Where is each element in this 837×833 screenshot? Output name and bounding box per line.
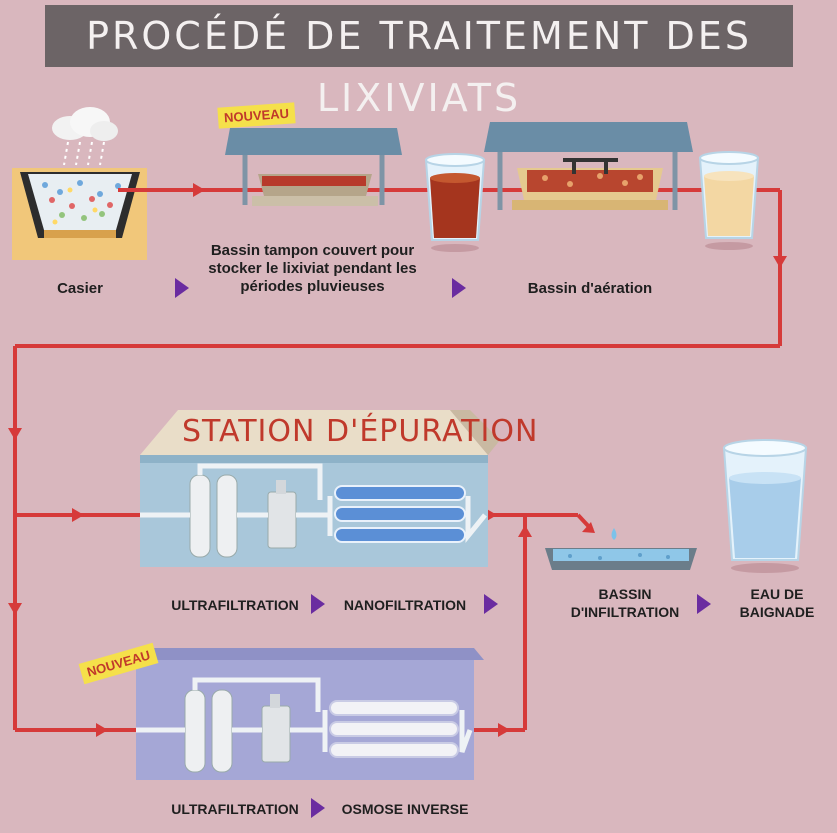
bassin-infiltration-illustration	[545, 528, 697, 570]
osmose-inverse-unit	[136, 648, 484, 780]
label-ultrafiltration-1: ULTRAFILTRATION	[171, 597, 299, 613]
step-arrow-2	[452, 278, 466, 298]
station-epuration-building	[140, 410, 500, 567]
beaker-treated	[698, 151, 760, 250]
step-arrow-4	[484, 594, 498, 614]
beaker-eau-baignade	[722, 439, 808, 573]
label-bassin-tampon: Bassin tampon couvert pour stocker le li…	[208, 242, 417, 295]
step-arrow-5	[697, 594, 711, 614]
title-bar	[45, 5, 793, 67]
label-eau-baignade: EAU DE BAIGNADE	[739, 586, 815, 620]
label-ultrafiltration-2: ULTRAFILTRATION	[171, 801, 299, 817]
step-arrow-6	[311, 798, 325, 818]
page-title: PROCÉDÉ DE TRAITEMENT DES LIXIVIATS	[86, 14, 752, 120]
casier-illustration	[12, 107, 147, 260]
label-nanofiltration: NANOFILTRATION	[343, 597, 467, 613]
step-arrow-1	[175, 278, 189, 298]
station-title: STATION D'ÉPURATION	[182, 414, 539, 449]
step-arrow-3	[311, 594, 325, 614]
label-bassin-infiltration: BASSIN D'INFILTRATION	[570, 586, 680, 620]
bassin-aeration-illustration	[484, 122, 693, 210]
bassin-tampon-illustration	[225, 128, 402, 206]
step-arrows	[175, 278, 711, 818]
label-casier: Casier	[57, 280, 103, 297]
beaker-lixiviat	[424, 153, 486, 252]
label-bassin-aeration: Bassin d'aération	[527, 280, 653, 297]
label-osmose-inverse: OSMOSE INVERSE	[341, 801, 469, 817]
